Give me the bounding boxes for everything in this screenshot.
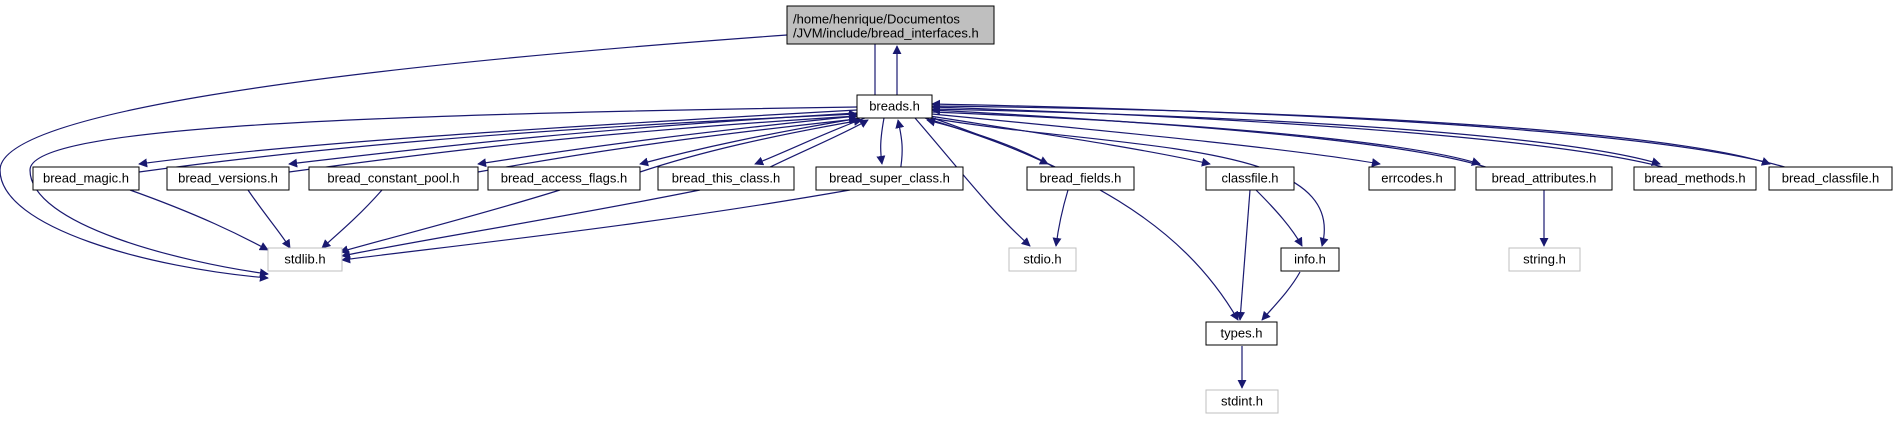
node-bread-methods-h[interactable]: bread_methods.h xyxy=(1633,166,1757,191)
edge-breads-to-bread-attributes xyxy=(931,111,1481,166)
edge-bread-magic-to-breads xyxy=(138,109,858,173)
edge-bread-access-flags-to-stdlib xyxy=(339,189,561,255)
classfile-label: classfile.h xyxy=(1221,170,1278,185)
edge-bread-classfile-to-breads xyxy=(931,99,1801,173)
edge-bread-constant-pool-to-stdlib xyxy=(321,189,383,249)
bread-classfile-label: bread_classfile.h xyxy=(1782,170,1880,185)
node-types-h[interactable]: types.h xyxy=(1205,321,1278,346)
nodes: /home/henrique/Documentos /JVM/include/b… xyxy=(32,5,1893,414)
node-bread-super-class-h[interactable]: bread_super_class.h xyxy=(815,166,964,191)
edge-bread-magic-to-stdlib xyxy=(129,189,269,251)
edge-root-to-stdlib xyxy=(0,34,788,282)
edge-breads-to-types xyxy=(929,116,1239,321)
node-bread-this-class-h[interactable]: bread_this_class.h xyxy=(657,166,795,191)
bread-constant-pool-label: bread_constant_pool.h xyxy=(327,170,459,185)
edge-info-to-types xyxy=(1261,271,1301,321)
node-bread-fields-h[interactable]: bread_fields.h xyxy=(1026,166,1135,191)
edge-breads-to-bread-access-flags xyxy=(639,117,861,167)
edge-breads-to-bread-super-class xyxy=(876,117,886,165)
bread-super-class-label: bread_super_class.h xyxy=(829,170,950,185)
edge-bread-super-class-to-stdlib xyxy=(341,189,851,264)
edge-bread-constant-pool-to-breads xyxy=(477,115,858,173)
edge-bread-methods-to-breads xyxy=(931,102,1681,173)
breads-label: breads.h xyxy=(869,98,920,113)
edge-breads-to-classfile xyxy=(929,115,1211,167)
node-string-h[interactable]: string.h xyxy=(1508,247,1581,272)
root-label-line2: /JVM/include/bread_interfaces.h xyxy=(793,25,979,40)
stdint-label: stdint.h xyxy=(1221,393,1263,408)
bread-magic-label: bread_magic.h xyxy=(43,170,129,185)
edge-breads-to-errcodes xyxy=(931,113,1381,168)
node-bread-magic-h[interactable]: bread_magic.h xyxy=(32,166,140,191)
node-stdio-h[interactable]: stdio.h xyxy=(1008,247,1077,272)
node-bread-attributes-h[interactable]: bread_attributes.h xyxy=(1475,166,1613,191)
node-stdlib-h[interactable]: stdlib.h xyxy=(267,247,343,272)
edge-bread-versions-to-stdlib xyxy=(247,189,291,249)
bread-access-flags-label: bread_access_flags.h xyxy=(501,170,627,185)
stdio-label: stdio.h xyxy=(1023,251,1061,266)
errcodes-label: errcodes.h xyxy=(1381,170,1442,185)
node-bread-classfile-h[interactable]: bread_classfile.h xyxy=(1768,166,1893,191)
bread-attributes-label: bread_attributes.h xyxy=(1492,170,1597,185)
edge-breads-to-info xyxy=(929,117,1329,247)
edge-bread-access-flags-to-breads xyxy=(639,116,863,173)
bread-versions-label: bread_versions.h xyxy=(178,170,278,185)
edge-classfile-to-info xyxy=(1255,189,1303,247)
string-label: string.h xyxy=(1523,251,1566,266)
node-bread-access-flags-h[interactable]: bread_access_flags.h xyxy=(487,166,641,191)
edge-breads-to-bread-this-class xyxy=(754,117,866,166)
info-label: info.h xyxy=(1294,251,1326,266)
node-info-h[interactable]: info.h xyxy=(1280,247,1340,272)
types-label: types.h xyxy=(1221,325,1263,340)
node-breads-h[interactable]: breads.h xyxy=(856,94,933,119)
stdlib-label: stdlib.h xyxy=(284,251,325,266)
edge-breads-to-bread-constant-pool xyxy=(477,115,858,168)
edge-bread-fields-to-stdio xyxy=(1052,189,1069,247)
bread-this-class-label: bread_this_class.h xyxy=(672,170,780,185)
edge-bread-this-class-to-breads xyxy=(759,119,869,173)
edge-bread-this-class-to-stdlib xyxy=(341,189,701,259)
edge-breads-to-stdlib xyxy=(29,106,858,278)
edge-classfile-to-types xyxy=(1236,189,1251,321)
edge-bread-versions-to-breads xyxy=(288,112,858,173)
edge-bread-super-class-to-breads xyxy=(895,119,905,173)
edge-bread-attributes-to-breads xyxy=(931,105,1501,173)
node-bread-interfaces-h[interactable]: /home/henrique/Documentos /JVM/include/b… xyxy=(786,5,995,45)
node-bread-constant-pool-h[interactable]: bread_constant_pool.h xyxy=(308,166,479,191)
edges xyxy=(0,34,1801,389)
edge-breads-to-bread-versions xyxy=(288,112,858,168)
root-label-line1: /home/henrique/Documentos xyxy=(793,11,960,26)
bread-fields-label: bread_fields.h xyxy=(1040,170,1122,185)
bread-methods-label: bread_methods.h xyxy=(1644,170,1745,185)
node-classfile-h[interactable]: classfile.h xyxy=(1205,166,1295,191)
node-bread-versions-h[interactable]: bread_versions.h xyxy=(166,166,290,191)
node-stdint-h[interactable]: stdint.h xyxy=(1205,389,1279,414)
node-errcodes-h[interactable]: errcodes.h xyxy=(1368,166,1456,191)
edge-breads-to-bread-magic xyxy=(138,109,858,168)
edge-breads-to-stdio xyxy=(914,117,1031,247)
